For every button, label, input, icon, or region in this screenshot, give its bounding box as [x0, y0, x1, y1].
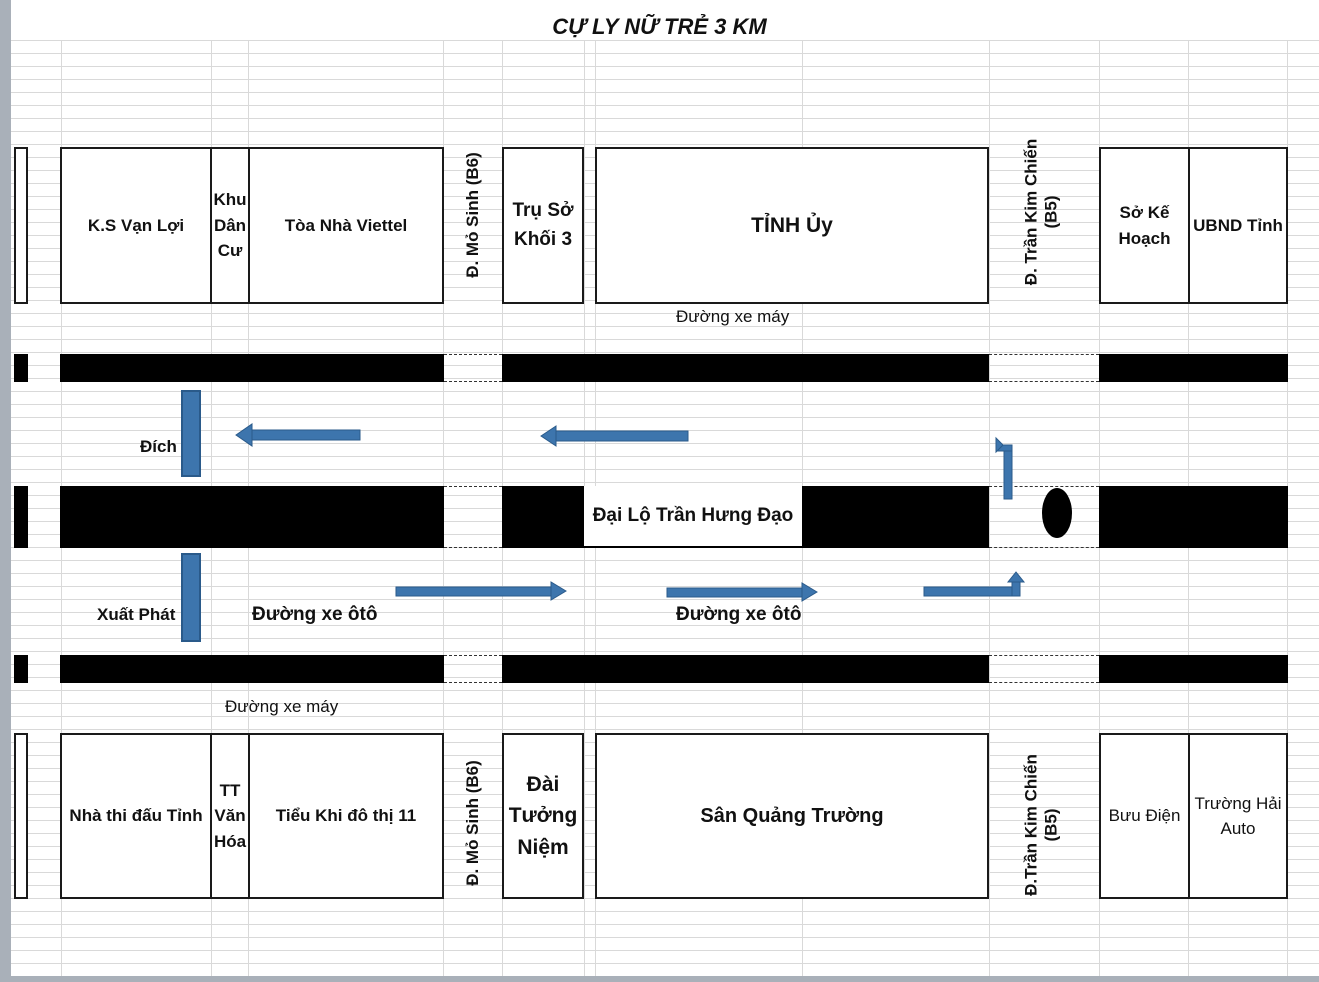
building-nha-thi-dau: Nhà thi đấu Tỉnh [62, 735, 212, 897]
window-edge [0, 0, 11, 982]
building-tru-so-khoi-3: Trụ Sở Khối 3 [502, 147, 584, 304]
crossing-line [444, 486, 502, 487]
moto-lane-label-top: Đường xe máy [676, 307, 790, 326]
building-ks-van-loi: K.S Vạn Lợi [62, 149, 212, 302]
building-label: Tưởng [508, 804, 578, 828]
edge-building-bottom [14, 733, 28, 899]
building-label: Khối 3 [513, 228, 573, 250]
building-label: Bưu Điện [1108, 806, 1181, 826]
crossing-line [444, 354, 502, 355]
finish-label: Đích [140, 437, 177, 456]
building-row-bottom-right: Bưu Điện Trường Hải Auto [1099, 733, 1288, 899]
road-curb-bottom [1099, 655, 1288, 683]
car-lane-label-left: Đường xe ôtô [252, 604, 378, 625]
start-line-post [181, 553, 201, 642]
building-label: TT [219, 780, 241, 800]
map-title: CỰ LY NỮ TRẺ 3 KM [552, 14, 767, 39]
crossing-line [989, 682, 1099, 683]
crossing-line [444, 682, 502, 683]
building-tinh-uy: TỈNH Ủy [595, 147, 989, 304]
arrow-right-icon [666, 582, 818, 602]
building-label: Dân [213, 215, 247, 235]
building-label: Tòa Nhà Viettel [284, 215, 408, 235]
building-label: Auto [1220, 819, 1256, 838]
road-median-edge [14, 486, 28, 548]
building-tt-van-hoa: TT Văn Hóa [212, 735, 250, 897]
building-label: Khu [213, 190, 247, 210]
building-label: Sở Kế [1119, 203, 1170, 222]
building-label: Tiểu Khi đô thị 11 [275, 806, 417, 826]
building-buu-dien: Bưu Điện [1101, 735, 1190, 897]
building-dai-tuong-niem: Đài Tưởng Niệm [502, 733, 584, 899]
building-truong-hai-auto: Trường Hải Auto [1190, 735, 1286, 897]
building-label: TỈNH Ủy [751, 213, 833, 237]
building-row-bottom-left: Nhà thi đấu Tỉnh TT Văn Hóa Tiểu Khi đô … [60, 733, 444, 899]
building-label: Đài [526, 772, 560, 796]
building-label: K.S Vạn Lợi [87, 215, 185, 235]
crossing-line [989, 486, 1099, 487]
crossing-line [989, 655, 1099, 656]
building-khu-dan-cu: Khu Dân Cư [212, 149, 250, 302]
building-label: Trụ Sở [512, 200, 574, 221]
building-tieu-khi-do-thi: Tiểu Khi đô thị 11 [250, 735, 442, 897]
crossing-line [989, 547, 1099, 548]
arrow-turn-up-icon [923, 571, 1026, 597]
road-curb-bottom-edge [14, 655, 28, 683]
building-toa-nha-viettel: Tòa Nhà Viettel [250, 149, 442, 302]
building-row-top-left: K.S Vạn Lợi Khu Dân Cư Tòa Nhà Viettel [60, 147, 444, 304]
building-label: Trường Hải [1194, 793, 1282, 813]
road-curb-top-edge [14, 354, 28, 382]
building-row-top-right: Sở Kế Hoạch UBND Tỉnh [1099, 147, 1288, 304]
road-median [60, 486, 444, 548]
turnaround-marker-icon [1042, 488, 1072, 538]
building-ubnd-tinh: UBND Tỉnh [1190, 149, 1286, 302]
start-label: Xuất Phát [97, 605, 176, 624]
car-lane-label-right: Đường xe ôtô [676, 604, 802, 625]
finish-line-post [181, 390, 201, 477]
arrow-turn-up-icon [995, 436, 1013, 500]
arrow-left-icon [540, 425, 689, 447]
building-label: Nhà thi đấu Tỉnh [69, 806, 203, 826]
building-label: Hoạch [1118, 228, 1171, 248]
building-label: Văn [214, 806, 246, 826]
building-label: UBND Tỉnh [1193, 215, 1283, 235]
window-edge-bottom [0, 976, 1319, 982]
road-curb-top [60, 354, 444, 382]
arrow-left-icon [235, 423, 361, 447]
building-san-quang-truong: Sân Quảng Trường [595, 733, 989, 899]
crossing-line [444, 655, 502, 656]
crossing-line [444, 381, 502, 382]
road-name: Đại Lộ Trần Hưng Đạo [592, 504, 794, 526]
edge-building-top [14, 147, 28, 304]
road-curb-top [1099, 354, 1288, 382]
road-curb-bottom [60, 655, 444, 683]
building-label: Sân Quảng Trường [700, 805, 884, 827]
road-curb-bottom [502, 655, 989, 683]
road-curb-top [502, 354, 989, 382]
moto-lane-label-bottom: Đường xe máy [225, 697, 339, 716]
crossing-line [444, 547, 502, 548]
building-label: Niệm [517, 835, 569, 859]
building-so-ke-hoach: Sở Kế Hoạch [1101, 149, 1190, 302]
crossing-line [989, 381, 1099, 382]
arrow-right-icon [395, 581, 567, 601]
building-label: Cư [217, 241, 243, 261]
main-road-label: Đại Lộ Trần Hưng Đạo [584, 486, 802, 546]
building-label: Hóa [213, 831, 247, 851]
crossing-line [989, 354, 1099, 355]
road-median [1099, 486, 1288, 548]
